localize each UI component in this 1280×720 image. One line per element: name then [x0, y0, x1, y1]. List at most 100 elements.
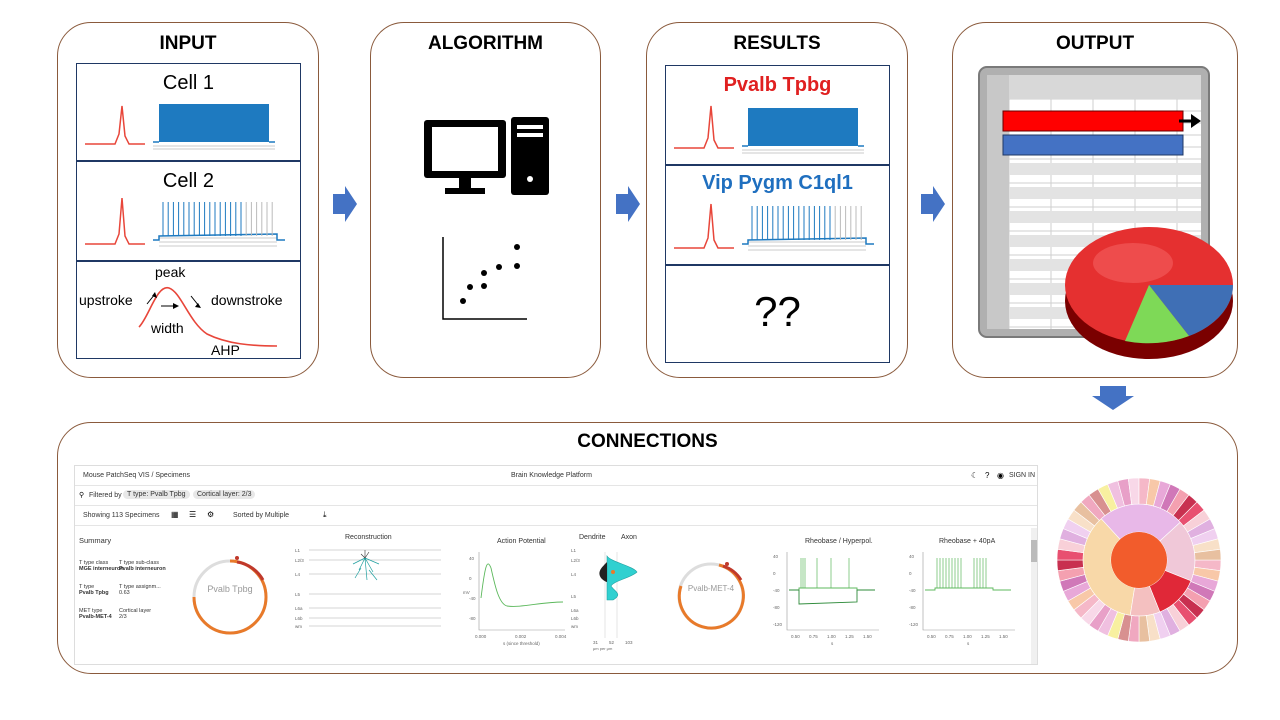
cell2-label: Cell 2 [162, 170, 215, 192]
rheo-ytick: -40 [773, 588, 780, 593]
platform-title: Brain Knowledge Platform [511, 472, 592, 479]
ap-ytick: 0 [469, 576, 472, 581]
result2-traces [674, 203, 874, 251]
ttype-donut [192, 556, 268, 635]
met-label: MET type [79, 608, 103, 614]
result2-label: Vip Pygm C1ql1 [702, 172, 853, 194]
scrollbar[interactable] [1031, 528, 1037, 664]
toolbar: Showing 113 Specimens ▦ ☰ ⚙ Sorted by Mu… [75, 506, 1037, 526]
rheo-xtick: 1.50 [863, 634, 872, 639]
dend-xtick: 103 [625, 640, 633, 645]
layer-label: L4 [295, 572, 301, 577]
cell2-box: Cell 2 [76, 161, 301, 261]
rheo-xtick: 1.25 [981, 634, 990, 639]
grid-view-icon[interactable]: ▦ [171, 510, 179, 519]
rheo-xtick: 1.50 [999, 634, 1008, 639]
connections-panel: CONNECTIONS Mouse PatchSeq VIS / Specime… [57, 422, 1238, 674]
sunburst-chart [1056, 477, 1222, 643]
output-panel: OUTPUT [952, 22, 1238, 378]
ap-trace [480, 563, 564, 607]
cell1-box: Cell 1 [76, 63, 301, 161]
cell1-label: Cell 1 [162, 72, 215, 94]
cell1-blue-train [159, 104, 269, 142]
summary-heading: Summary [79, 536, 112, 545]
rheo-ytick: -120 [773, 622, 783, 627]
met-donut-label: Pvalb-MET-4 [687, 584, 735, 593]
filter-chip-ttype[interactable]: T type: Pvalb Tpbg [123, 490, 190, 499]
ap-xtick: 0.002 [515, 634, 527, 639]
breadcrumb[interactable]: Mouse PatchSeq VIS / Specimens [83, 472, 190, 479]
input-title: INPUT [159, 33, 217, 54]
ap-ytick: 40 [469, 556, 475, 561]
app-header: Mouse PatchSeq VIS / Specimens Brain Kno… [75, 466, 1037, 486]
dend-layer-label: L6a [571, 608, 579, 613]
spreadsheet-pie-icon [978, 66, 1233, 359]
dend-layer-label: L6b [571, 616, 579, 621]
moon-icon[interactable]: ☾ [971, 471, 979, 480]
scrollbar-thumb[interactable] [1031, 540, 1037, 562]
rheo-xlabel: s [967, 641, 970, 646]
sign-in-link[interactable]: SIGN IN [1009, 472, 1036, 479]
ap-xtick: 0.004 [555, 634, 567, 639]
dend-layer-label: L2/3 [571, 558, 580, 563]
rheo-xtick: 0.75 [809, 634, 818, 639]
layer-label: Cortical layer [119, 608, 152, 614]
feature-peak: peak [155, 264, 186, 280]
sunburst-outer-segment [1194, 548, 1222, 561]
output-title: OUTPUT [1055, 33, 1135, 54]
rheo-ytick: 40 [909, 554, 915, 559]
sort-dropdown[interactable]: Sorted by Multiple [233, 512, 290, 519]
rheo-ytick: -80 [909, 605, 916, 610]
ap-xtick: 0.000 [475, 634, 487, 639]
result3-box: ?? [665, 265, 890, 363]
dendrite-density [599, 562, 607, 582]
rheo-trace [925, 587, 1011, 591]
rheo-ytick: 0 [773, 571, 776, 576]
scatter-plot-icon [442, 237, 527, 320]
ap-xlabel: s (since threshold) [503, 641, 540, 646]
result1-traces [674, 105, 864, 154]
ap-title: Action Potential [497, 538, 546, 545]
ap-ylabel: mV [463, 590, 470, 595]
layer-label: L6a [295, 606, 303, 611]
feature-ahp: AHP [211, 342, 240, 358]
cell2-red-spike [85, 197, 145, 245]
rheo-ytick: -80 [773, 605, 780, 610]
layer-label: wm [295, 624, 302, 629]
dend-layer-label: wm [571, 624, 578, 629]
axon-title: Axon [621, 534, 637, 541]
list-view-icon[interactable]: ☰ [189, 510, 197, 519]
filter-icon: ⚲ [79, 492, 85, 499]
dend-xlabel: μm per μm [593, 646, 613, 651]
dend-xtick: 52 [609, 640, 615, 645]
filter-chip-layer[interactable]: Cortical layer: 2/3 [193, 490, 256, 499]
download-icon[interactable]: ⤓ [323, 510, 327, 519]
rheo-xlabel: s [831, 641, 834, 646]
dend-xtick: 31 [593, 640, 599, 645]
cell1-red-spike [85, 105, 145, 145]
rheo-ytick: -120 [909, 622, 919, 627]
ttype-assign-value: 0.63 [119, 590, 130, 596]
layer-label: L6b [295, 616, 303, 621]
app-screenshot: Mouse PatchSeq VIS / Specimens Brain Kno… [74, 465, 1038, 665]
rheo-xtick: 0.75 [945, 634, 954, 639]
help-icon[interactable]: ? [985, 471, 990, 480]
rheo-40-title: Rheobase + 40pA [939, 538, 996, 545]
gear-icon[interactable]: ⚙ [207, 510, 215, 519]
arrow-right-icon [616, 186, 640, 222]
sunburst-center [1111, 532, 1167, 588]
result1-box: Pvalb Tpbg [665, 65, 890, 165]
specimen-count: Showing 113 Specimens [83, 512, 160, 519]
ttype-donut-label: Pvalb Tpbg [207, 584, 253, 594]
rheo-xtick: 0.50 [791, 634, 800, 639]
ttype-subclass-label: T type sub-class [119, 560, 159, 566]
dend-layer-label: L1 [571, 548, 577, 553]
user-icon[interactable]: ◉ [997, 471, 1004, 480]
algorithm-title: ALGORITHM [427, 33, 544, 54]
ap-ytick: -80 [469, 616, 476, 621]
reconstruction-title: Reconstruction [345, 534, 392, 541]
rheo-xtick: 1.25 [845, 634, 854, 639]
